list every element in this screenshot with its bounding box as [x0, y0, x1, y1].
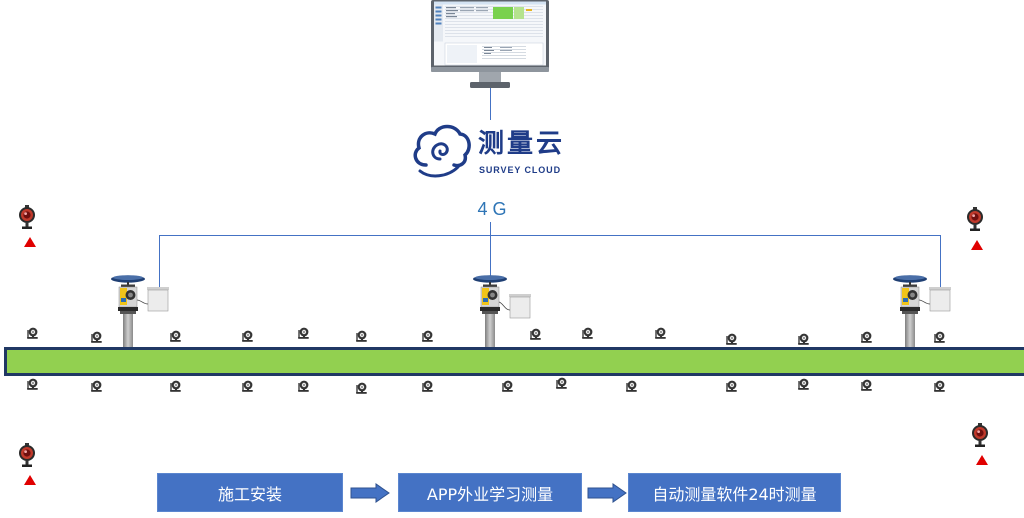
monitoring-prism-icon: [241, 330, 255, 343]
network-label: 4 G: [477, 199, 507, 219]
link-line-right: [940, 235, 941, 291]
total-station-icon: [900, 284, 920, 314]
monitoring-prism-icon: [90, 380, 104, 393]
monitoring-prism-icon: [860, 379, 874, 392]
link-line-left: [159, 235, 160, 291]
monitoring-prism-icon: [90, 331, 104, 344]
pillar: [123, 314, 133, 349]
red-triangle-icon: [24, 237, 36, 247]
monitoring-prism-icon: [297, 327, 311, 340]
reference-prism-icon: [971, 423, 989, 447]
reference-prism-icon: [966, 207, 984, 231]
red-triangle-icon: [976, 455, 988, 465]
pillar: [905, 314, 915, 349]
process-step-2: APP外业学习测量: [398, 473, 582, 512]
total-station-center: [473, 275, 531, 349]
link-line-monitor: [490, 88, 491, 120]
gnss-antenna-icon: [111, 275, 145, 285]
monitoring-prism-icon: [501, 380, 515, 393]
link-line-center: [490, 222, 491, 276]
monitoring-prism-icon: [297, 380, 311, 393]
total-station-right: [893, 275, 951, 349]
reference-prism-icon: [18, 443, 36, 467]
monitoring-prism-icon: [933, 331, 947, 344]
monitor-stand: [479, 72, 501, 83]
process-step-label: 自动测量软件24时测量: [652, 484, 817, 504]
monitoring-prism-icon: [355, 382, 369, 395]
monitoring-prism-icon: [797, 333, 811, 346]
process-step-label: APP外业学习测量: [426, 484, 554, 504]
red-triangle-icon: [971, 240, 983, 250]
process-step-3: 自动测量软件24时测量: [628, 473, 841, 512]
gnss-antenna-icon: [473, 275, 507, 285]
process-step-1: 施工安装: [157, 473, 343, 512]
monitoring-prism-icon: [241, 380, 255, 393]
data-logger-box-icon: [918, 287, 951, 312]
total-station-icon: [118, 284, 138, 314]
monitored-structure-bar: [4, 347, 1024, 376]
logo-name-cn: 测量云: [478, 129, 566, 159]
total-station-left: [111, 275, 169, 349]
monitor-screen: [434, 1, 546, 66]
right-arrow-icon: [587, 483, 627, 503]
monitoring-prism-icon: [529, 328, 543, 341]
monitoring-prism-icon: [797, 378, 811, 391]
data-logger-box-icon: [136, 287, 169, 312]
monitoring-prism-icon: [581, 327, 595, 340]
monitoring-prism-icon: [169, 380, 183, 393]
monitoring-prism-icon: [26, 378, 40, 391]
monitoring-prism-icon: [355, 330, 369, 343]
monitoring-prism-icon: [860, 331, 874, 344]
gnss-antenna-icon: [893, 275, 927, 285]
logo-name-en: SURVEY CLOUD: [479, 165, 561, 175]
monitoring-prism-icon: [933, 380, 947, 393]
pillar: [485, 314, 495, 349]
monitoring-prism-icon: [725, 380, 739, 393]
monitoring-prism-icon: [654, 327, 668, 340]
monitoring-prism-icon: [421, 380, 435, 393]
monitoring-prism-icon: [555, 377, 569, 390]
monitor-icon: [431, 0, 549, 88]
monitoring-prism-icon: [625, 380, 639, 393]
monitoring-prism-icon: [26, 327, 40, 340]
link-line-horizontal: [159, 235, 941, 236]
monitoring-prism-icon: [169, 330, 183, 343]
red-triangle-icon: [24, 475, 36, 485]
process-step-label: 施工安装: [217, 484, 282, 504]
data-logger-box-icon: [498, 294, 531, 319]
monitor-base: [470, 82, 510, 88]
total-station-icon: [480, 284, 500, 314]
reference-prism-icon: [18, 205, 36, 229]
monitoring-prism-icon: [725, 333, 739, 346]
monitoring-prism-icon: [421, 330, 435, 343]
survey-cloud-logo-icon: [413, 124, 471, 178]
right-arrow-icon: [350, 483, 390, 503]
